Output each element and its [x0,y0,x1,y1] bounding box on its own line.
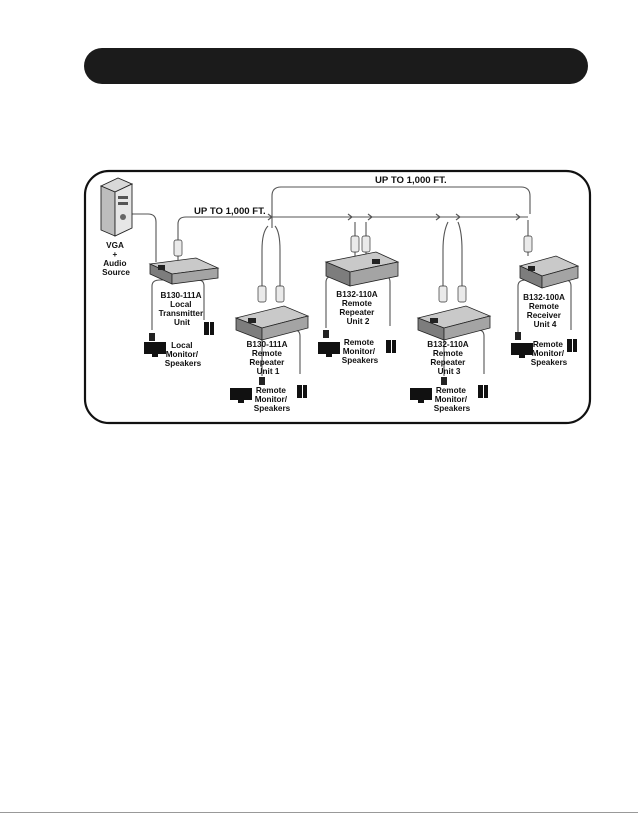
remote-speaker-1-icon [297,385,307,398]
remote-monitor-2-label: Remote Monitor/ Speakers [342,338,379,365]
remote-monitor-4-icon [511,332,533,358]
remote-speaker-2-icon [386,340,396,353]
diagram-frame [83,169,592,425]
transmitter-unit-icon [148,257,220,285]
receiver-4-label: B132-100A Remote Receiver Unit 4 [523,293,567,329]
remote-monitor-2-icon [318,330,340,357]
local-speaker-icon [204,322,214,335]
repeater-2-label: B132-110A Remote Repeater Unit 2 [336,290,379,326]
distance-label-upper: UP TO 1,000 FT. [375,175,447,186]
remote-monitor-3-icon [410,377,447,403]
remote-monitor-3-label: Remote Monitor/ Speakers [434,386,471,413]
remote-speaker-4-icon [567,339,577,352]
distance-label-lower: UP TO 1,000 FT. [194,206,266,217]
local-monitor-icon [144,333,166,357]
computer-tower-icon [99,177,134,237]
remote-monitor-4-label: Remote Monitor/ Speakers [531,340,568,367]
repeater-unit-1-icon [234,305,310,341]
page-bottom-rule [0,812,638,813]
cable-connectors [173,235,533,303]
repeater-unit-2-icon [324,251,400,287]
source-label: VGA + Audio Source [102,241,130,277]
remote-speaker-3-icon [478,385,488,398]
receiver-unit-4-icon [518,255,580,289]
remote-monitor-1-icon [230,377,265,403]
remote-monitor-1-label: Remote Monitor/ Speakers [254,386,291,413]
repeater-unit-3-icon [416,305,492,341]
local-monitor-label: Local Monitor/ Speakers [165,341,202,368]
repeater-3-label: B132-110A Remote Repeater Unit 3 [427,340,470,376]
repeater-1-label: B130-111A Remote Repeater Unit 1 [247,340,290,376]
title-bar [84,48,588,84]
transmitter-label: B130-111A Local Transmitter Unit [159,291,206,327]
